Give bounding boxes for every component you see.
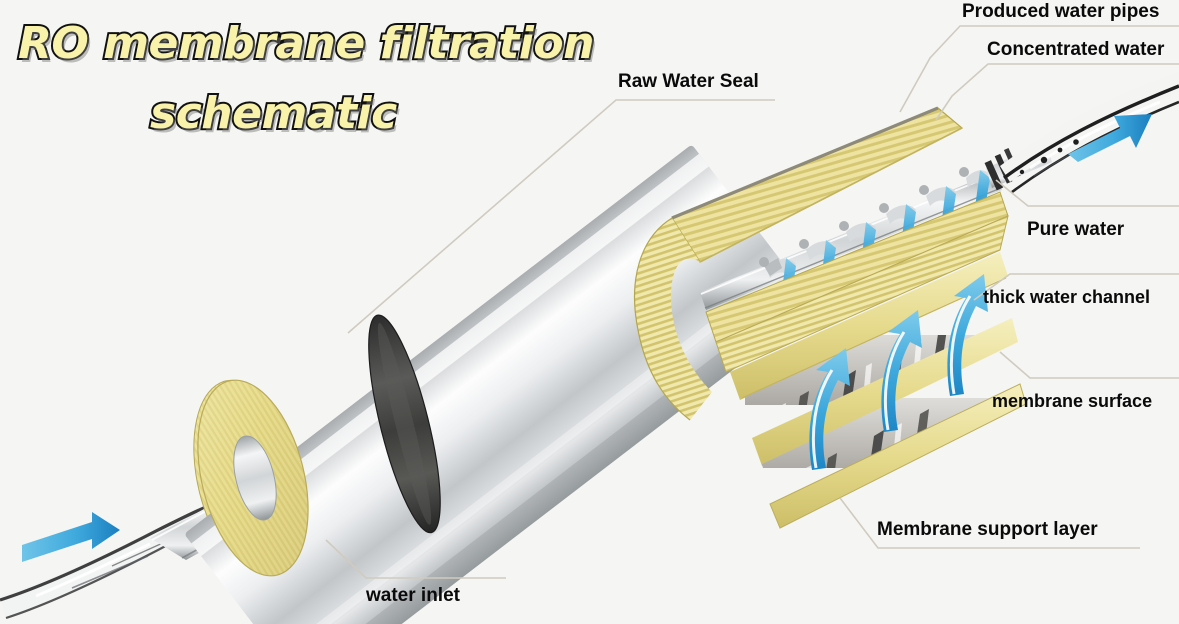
leader-thick-water-channel (973, 273, 1179, 301)
page-title-line-1: RO membrane filtration (16, 16, 596, 71)
leader-pure-water (995, 179, 1179, 207)
membrane-support-layer-sheet (769, 383, 1027, 529)
leader-raw-water-seal (347, 99, 775, 334)
membrane-wrap (633, 217, 712, 421)
concentrate-flow-arrow (1068, 114, 1152, 162)
membrane-end-face-front (197, 379, 309, 577)
label-pure-water: Pure water (1027, 219, 1125, 240)
label-raw-water-seal: Raw Water Seal (618, 71, 759, 92)
page-title-line-2: schematic (148, 86, 399, 141)
leader-produced-water-pipes (899, 25, 1179, 113)
label-membrane-surface: membrane surface (992, 391, 1153, 411)
label-thick-water-channel: thick water channel (983, 287, 1151, 307)
label-concentrated-water: Concentrated water (987, 39, 1165, 60)
concentrate-water-jet (1000, 72, 1179, 194)
label-water-inlet: water inlet (366, 585, 460, 606)
leader-membrane-support-layer (839, 497, 1140, 549)
leader-lines (325, 25, 1179, 579)
leader-membrane-surface (999, 351, 1179, 379)
membrane-leaf-top (671, 106, 964, 263)
label-membrane-support-layer: Membrane support layer (877, 519, 1098, 540)
label-produced-water-pipes: Produced water pipes (962, 1, 1160, 22)
leader-concentrated-water (935, 63, 1179, 121)
inlet-flow-arrow (22, 512, 120, 562)
unrolled-membrane-leaves (633, 106, 1027, 529)
leader-water-inlet (325, 539, 506, 579)
o-ring-seal (368, 314, 441, 534)
membrane-layer-1 (730, 252, 1008, 405)
permeate-flow-arrows (809, 274, 988, 470)
